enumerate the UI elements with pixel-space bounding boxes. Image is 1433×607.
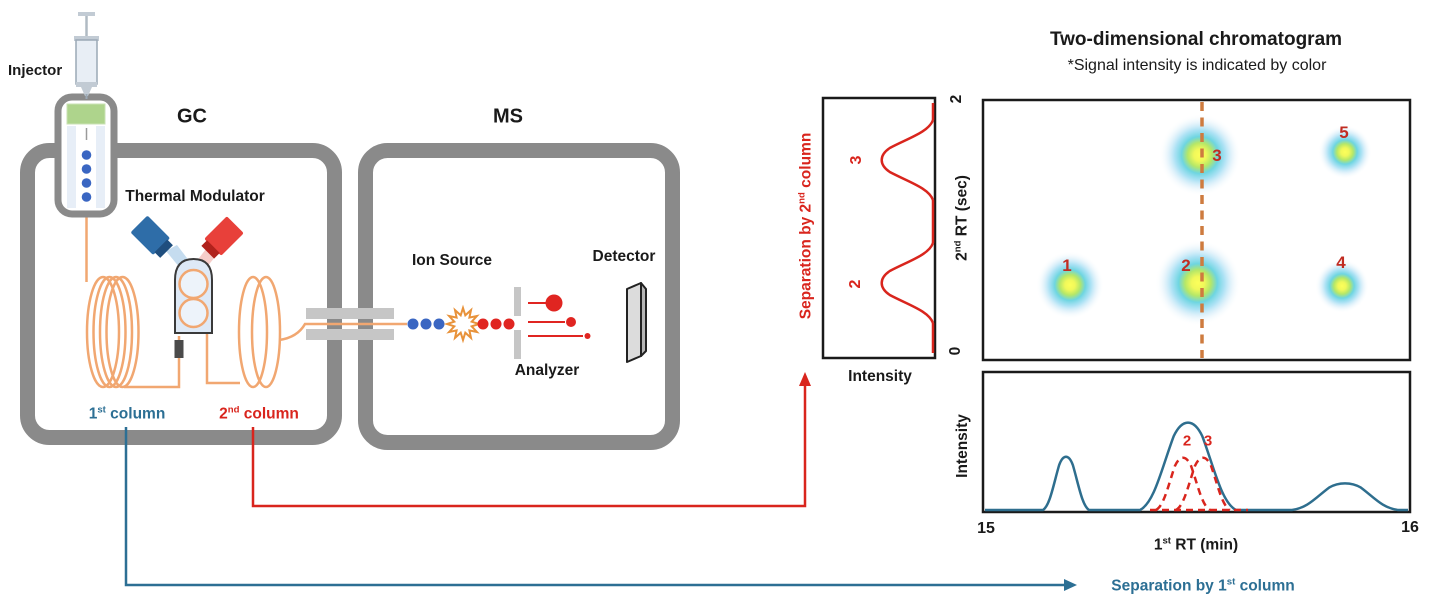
ion-source-beam — [407, 304, 515, 344]
analyzer-slit — [514, 287, 521, 359]
2d-chromatogram-title: Two-dimensional chromatogram — [1049, 29, 1343, 50]
modulator-fitting — [174, 340, 184, 358]
spot-5-label: 5 — [1339, 123, 1349, 142]
rt1-axis-label: 1st RT (min) — [1153, 535, 1239, 554]
spot-2 — [1155, 240, 1241, 326]
first-column-label: 1st column — [88, 404, 166, 423]
gc-oven-box — [20, 143, 342, 445]
hot-jet-icon — [201, 217, 243, 259]
spot-5 — [1318, 125, 1372, 179]
analyzer-label: Analyzer — [514, 362, 580, 379]
ms-box — [358, 143, 680, 450]
1d-plot-box — [981, 370, 1412, 514]
transfer-line — [306, 308, 394, 340]
separation-by-2nd-column-label: Separation by 2nd column — [796, 132, 815, 320]
ion-trajectories — [528, 294, 591, 339]
spot-3 — [1159, 114, 1241, 196]
syringe-icon — [74, 12, 99, 99]
spot-1-label: 1 — [1062, 256, 1072, 275]
second-dimension-arrow — [251, 372, 811, 508]
thermal-modulator-device — [131, 216, 243, 358]
second-column-label: 2nd column — [219, 404, 299, 423]
rt1-axis-max: 16 — [1401, 519, 1419, 536]
rt2-axis-label: 2nd RT (sec) — [952, 175, 971, 261]
injector-label: Injector — [8, 62, 63, 79]
2d-spots — [1036, 114, 1372, 326]
gc-label: GC — [177, 105, 207, 128]
thermal-modulator-label: Thermal Modulator — [125, 188, 265, 205]
rt2-axis-max: 2 — [948, 94, 965, 104]
2d-chromatogram-subtitle: *Signal intensity is indicated by color — [1067, 57, 1327, 74]
second-column-coil — [237, 275, 282, 389]
first-column-coil — [85, 275, 140, 389]
vertical-plot-curve — [880, 103, 935, 353]
1d-curve-first-column — [985, 421, 1408, 512]
1d-modulated-peak2-label: 2 — [1182, 432, 1192, 450]
rt1-axis-min: 15 — [977, 520, 995, 537]
rt2-axis-min: 0 — [947, 346, 964, 356]
1d-plot-y-axis-label: Intensity — [954, 414, 971, 478]
ionization-starburst-icon — [443, 304, 483, 344]
sample-dots — [81, 150, 92, 202]
1d-modulated-peak3-label: 3 — [1203, 432, 1213, 450]
first-dimension-arrow — [124, 427, 1077, 591]
spot-3-label: 3 — [1212, 146, 1222, 165]
spot-2-label: 2 — [1181, 256, 1191, 275]
ms-label: MS — [493, 105, 523, 128]
spot-4 — [1315, 259, 1369, 313]
vertical-plot-box — [821, 96, 937, 360]
detector-label: Detector — [592, 248, 656, 265]
spot-4-label: 4 — [1336, 253, 1346, 272]
detector-slab — [626, 282, 647, 363]
separation-by-1st-column-label: Separation by 1st column — [1111, 576, 1295, 595]
modulated-peaks-dashed — [1150, 456, 1248, 512]
cold-jet-icon — [131, 216, 173, 258]
vertical-plot-peak3-label: 3 — [848, 155, 865, 165]
vertical-plot-x-axis-label: Intensity — [848, 368, 912, 385]
injector-port — [54, 93, 118, 218]
ion-source-label: Ion Source — [411, 252, 493, 269]
vertical-plot-peak2-label: 2 — [847, 279, 864, 289]
spot-1 — [1036, 251, 1104, 319]
